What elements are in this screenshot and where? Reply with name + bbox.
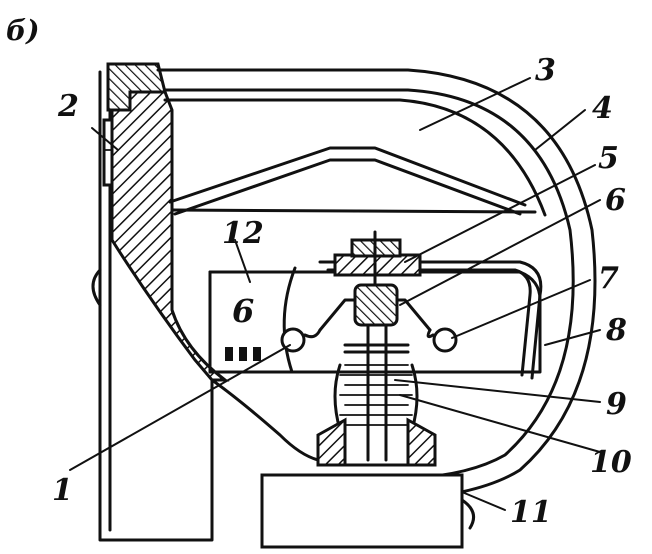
base-block [260,473,476,549]
callout-7: 7 [598,261,619,296]
callout-8: 8 [605,313,627,348]
pivot-right [432,327,458,353]
callout-6: 6 [605,183,626,218]
callout-5: 5 [598,141,619,176]
callout-1: 1 [52,473,73,508]
bellows [333,363,419,432]
lower-contour [210,378,320,462]
callout-4: 4 [592,91,613,126]
callout-9: 9 [606,387,627,422]
callout-10: 10 [590,445,632,480]
cup-chamber [318,260,543,380]
hatched-mounting-block [110,78,230,382]
callout-12: 12 [222,216,264,251]
window-digit: 6 [232,292,254,330]
ball-joint [353,283,399,327]
leader-lines [69,77,601,511]
inner-cover [163,98,547,217]
figure-label: б) [6,14,39,47]
callout-2: 2 [57,89,79,124]
callout-11: 11 [510,495,552,530]
top-cap [106,62,167,112]
valve-assembly [318,230,432,462]
window-slots [225,347,261,361]
callout-3: 3 [535,53,556,88]
base-fitting [316,417,437,467]
